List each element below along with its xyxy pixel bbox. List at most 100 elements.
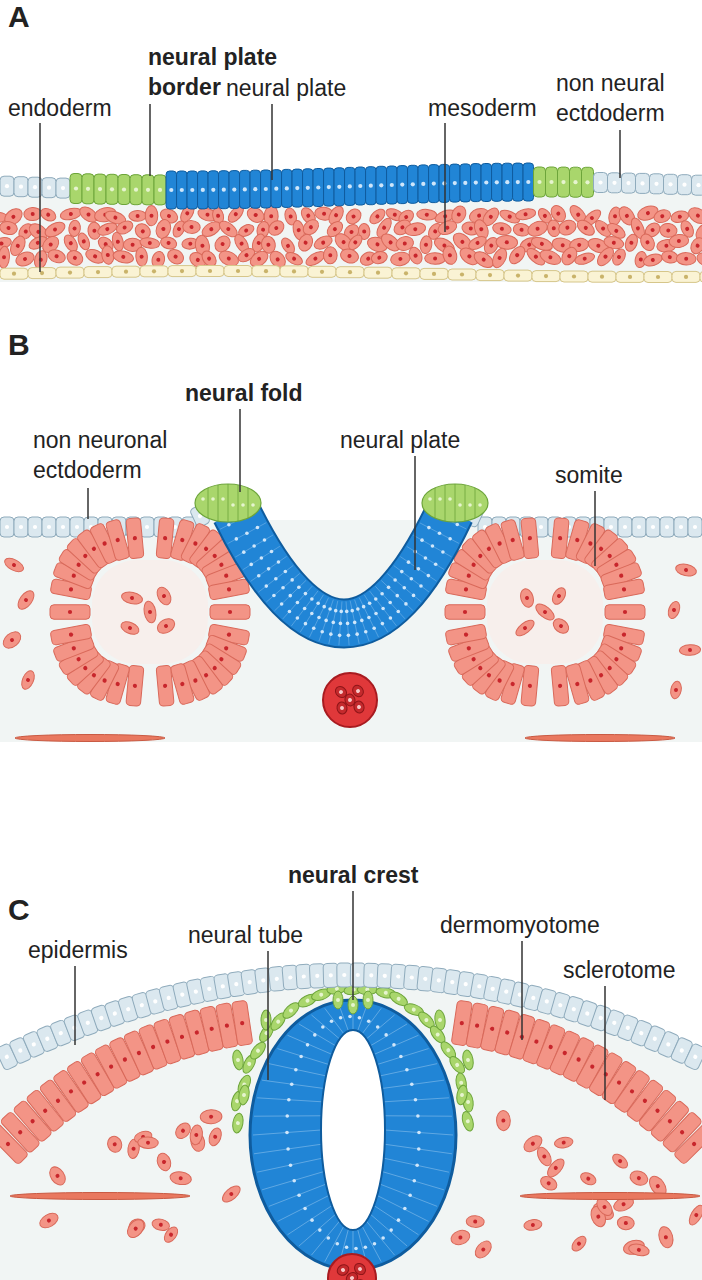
nucleus [682,183,686,187]
neural-plate-cell [240,170,251,208]
nucleus [424,1017,430,1023]
nucleus [156,257,161,262]
cell-body [657,1225,676,1249]
endoderm-cell [392,268,420,279]
nucleus [319,992,324,997]
neural-plate-border-cell [546,167,558,197]
nucleus [242,1093,247,1098]
cell-body [155,616,178,637]
nucleus [575,537,580,542]
nucleus [609,525,613,529]
nucleus [695,213,701,219]
panel-c-illustration [0,963,702,1280]
nucleus [54,254,59,259]
nucleus [321,1025,325,1029]
nucleus [400,225,406,231]
nucleus [337,185,341,189]
cell-body [632,517,646,537]
nucleus [427,526,431,530]
cell-boundary [370,1214,407,1246]
cell-boundary [291,591,318,626]
panel-letter: A [8,0,30,34]
nucleus [86,212,92,218]
cell-body [622,173,636,193]
cell-body [370,250,389,266]
cell-body [387,166,398,204]
ectoderm-cell [56,178,70,198]
cell-body [445,624,487,646]
cell-boundary [299,1214,336,1246]
nucleus [355,632,359,636]
nucleus [585,1011,590,1016]
nucleus [189,225,193,229]
nucleus [358,1016,362,1020]
somite-core-cell [120,590,143,605]
cell-body [28,517,42,537]
sclerotome-cell [169,1170,192,1185]
nucleus [255,1048,261,1054]
nucleus [52,227,57,232]
nucleus [274,187,278,191]
nucleus [112,1011,117,1016]
cell-body [532,271,560,282]
cell-body [282,169,293,207]
cell-boundary [262,1172,324,1190]
leader-line [271,104,273,180]
somite-cell [50,605,90,620]
nucleus [179,1034,184,1039]
cell-body [229,171,240,209]
nucleus [304,592,308,596]
cell-body [112,266,140,277]
cell-body [472,1238,494,1261]
nucleus [463,610,467,614]
structure-label: neural tube [188,920,303,950]
nucleus [247,980,252,985]
somite-cell [50,624,92,646]
neural-plate-border-cell [154,175,166,205]
cell-boundary [266,573,299,602]
nucleus [201,497,205,501]
nucleus [209,226,214,231]
cell-body [166,171,177,209]
structure-label: neural plate [226,73,346,103]
cell-boundary [329,601,338,644]
nucleus [417,1131,421,1135]
cell-body [111,231,126,252]
nucleus [353,621,357,625]
nucleus [486,546,492,552]
nucleus [383,974,387,978]
cell-body [525,735,675,742]
nucleus [306,213,312,219]
nucleus [350,609,354,613]
nucleus [497,541,503,547]
nucleus [11,562,16,567]
nucleus [334,609,338,613]
nucleus [313,1033,317,1037]
nucleus [161,226,166,231]
nucleus [342,973,346,977]
nucleus [288,1008,294,1014]
nucleus [576,1241,582,1247]
cell-body [280,266,308,277]
nucleus [420,538,424,542]
nucleus [693,525,697,529]
cell-body [678,175,692,195]
endoderm-cell [280,266,308,277]
nucleus [5,525,9,529]
nucleus [375,214,381,220]
nucleus [464,587,469,592]
cell-body [397,166,408,204]
nucleus [347,634,351,638]
nucleus [650,227,656,233]
mesoderm-cell [135,247,148,267]
endoderm-cell [560,271,588,282]
cell-body [14,177,28,197]
neural-plate-border-cell [82,174,94,204]
nucleus [357,1266,363,1272]
somite-cell [521,518,539,559]
cell-body [339,247,360,265]
neural-plate-cell [219,171,230,209]
structure-label: mesoderm [428,93,537,123]
somite-cavity [92,560,208,664]
